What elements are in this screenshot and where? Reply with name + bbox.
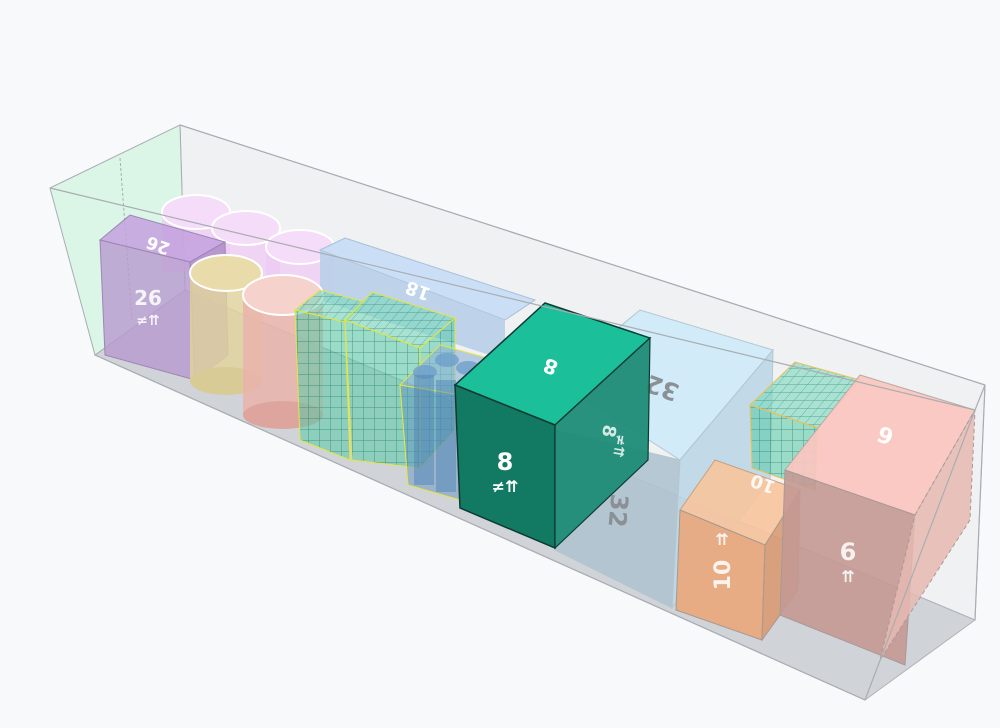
- teal-box-side-symbol: ≠⇈: [609, 433, 629, 459]
- teal-box-side-label: 8: [597, 423, 620, 439]
- orange-box-front-symbol: ⇈: [715, 530, 728, 549]
- purple-box-symbol: ≠⇈: [136, 313, 160, 329]
- teal-box-front-symbol: ≠⇈: [492, 477, 519, 496]
- container-front-edges: [49, 124, 986, 701]
- blue-cylinder-pallet[interactable]: [398, 344, 496, 501]
- orange-box-front-label: 10: [711, 560, 736, 591]
- red-box-front-symbol: ⇈: [841, 567, 854, 586]
- purple-box-front-label: 26: [134, 286, 162, 310]
- red-box-front-label: 6: [840, 538, 857, 566]
- teal-box-front-label: 8: [497, 448, 514, 476]
- teal-box[interactable]: 8 8 ≠⇈ 8 ≠⇈: [453, 302, 652, 550]
